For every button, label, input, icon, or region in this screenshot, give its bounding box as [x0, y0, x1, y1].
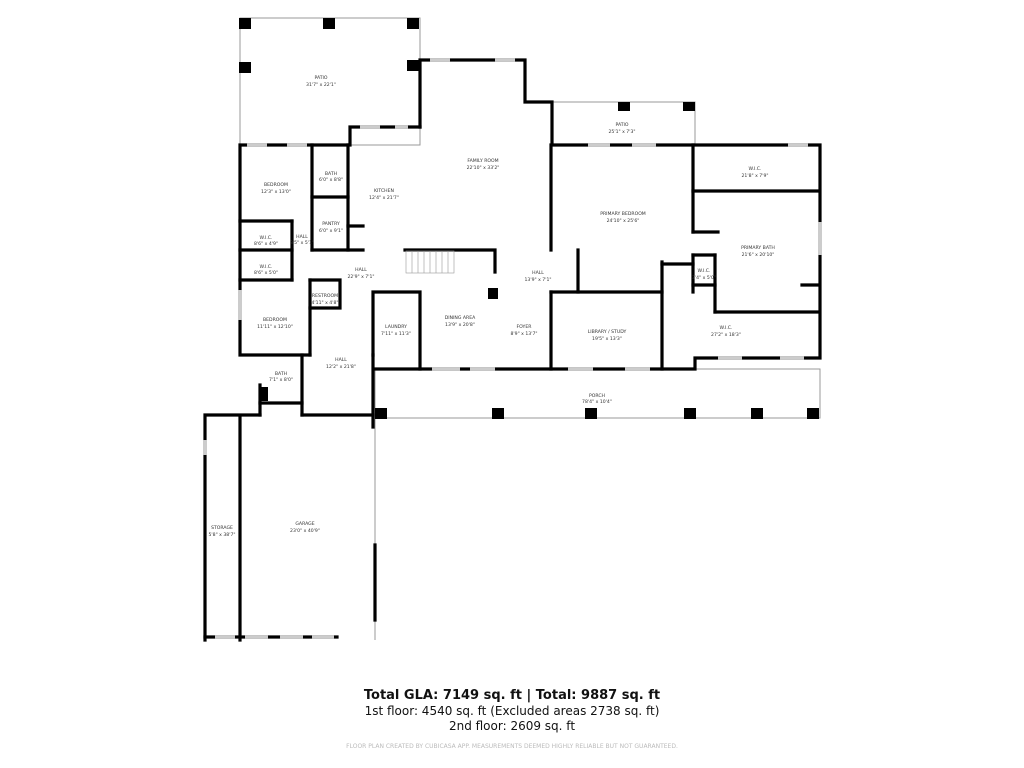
- room-dimensions: 21'8" x 7'9": [741, 173, 768, 179]
- room-dimensions: 27'2" x 18'3": [711, 332, 741, 338]
- room-name: PORCH: [589, 393, 605, 399]
- room-dimensions: 12'3" x 13'0": [261, 189, 291, 195]
- room-name: PANTRY: [322, 221, 340, 227]
- room-name: PRIMARY BATH: [741, 245, 775, 251]
- room-dimensions: 12'4" x 21'7": [369, 195, 399, 201]
- room-dimensions: 23'0" x 40'9": [290, 528, 320, 534]
- room-name: HALL: [335, 357, 347, 363]
- walls: [203, 58, 822, 642]
- room-name: FOYER: [517, 324, 533, 330]
- room-dimensions: 22'10" x 33'2": [467, 165, 500, 171]
- room-dimensions: 78'4" x 10'4": [582, 399, 612, 405]
- room-name: W.I.C.: [260, 264, 273, 270]
- room-dimensions: 19'5" x 13'3": [592, 336, 622, 342]
- room-name: DINING AREA: [445, 315, 476, 321]
- room-name: LIBRARY / STUDY: [588, 329, 627, 335]
- room-dimensions: 24'10" x 25'6": [607, 218, 640, 224]
- room-name: BEDROOM: [264, 182, 288, 188]
- room-name: HALL: [296, 234, 308, 240]
- room-dimensions: 22'9" x 7'1": [347, 274, 374, 280]
- room-dimensions: 7'11" x 11'3": [381, 331, 411, 337]
- room-dimensions: 6'0" x 8'8": [319, 177, 343, 183]
- room-name: PRIMARY BEDROOM: [600, 211, 646, 217]
- room-name: BATH: [275, 371, 287, 377]
- room-dimensions: 12'2" x 21'8": [326, 364, 356, 370]
- room-dimensions: 5'8" x 38'7": [208, 532, 235, 538]
- room-dimensions: 25'1" x 7'3": [608, 129, 635, 135]
- room-name: KITCHEN: [374, 188, 394, 194]
- room-dimensions: 8'6" x 5'0": [254, 270, 278, 276]
- room-dimensions: 21'6" x 20'10": [742, 252, 775, 258]
- room-name: W.I.C.: [749, 166, 762, 172]
- room-name: HALL: [532, 270, 544, 276]
- total-area: Total GLA: 7149 sq. ft | Total: 9887 sq.…: [363, 688, 661, 703]
- room-name: FAMILY ROOM: [467, 158, 498, 164]
- room-dimensions: 3'5" x 5'1": [290, 240, 314, 246]
- room-dimensions: 8'9" x 13'7": [510, 331, 537, 337]
- room-name: W.I.C.: [720, 325, 733, 331]
- first-floor-area: 1st floor: 4540 sq. ft (Excluded areas 2…: [364, 704, 660, 718]
- room-name: W.I.C.: [698, 268, 711, 274]
- second-floor-area: 2nd floor: 2609 sq. ft: [448, 719, 576, 733]
- room-dimensions: 7'1" x 8'0": [269, 377, 293, 383]
- room-dimensions: 6'0" x 9'1": [319, 228, 343, 234]
- windows: [203, 58, 822, 639]
- room-dimensions: 8'6" x 4'9": [254, 241, 278, 247]
- room-dimensions: 11'11" x 12'10": [257, 324, 293, 330]
- room-name: BATH: [325, 171, 337, 177]
- room-name: STORAGE: [211, 525, 233, 531]
- posts: [239, 18, 819, 419]
- room-name: LAUNDRY: [385, 324, 407, 330]
- room-name: GARAGE: [295, 521, 314, 527]
- room-dimensions: 31'7" x 22'1": [306, 82, 336, 88]
- room-name: RESTROOM: [312, 293, 338, 299]
- room-dimensions: 13'9" x 20'8": [445, 322, 475, 328]
- room-name: W.I.C.: [260, 235, 273, 241]
- room-name: HALL: [355, 267, 367, 273]
- room-name: PATIO: [615, 122, 628, 128]
- room-dimensions: 3'4" x 5'0": [692, 275, 716, 281]
- disclaimer: FLOOR PLAN CREATED BY CUBICASA APP. MEAS…: [346, 743, 678, 750]
- room-dimensions: 4'11" x 4'8": [311, 300, 338, 306]
- staircase: [405, 250, 455, 274]
- room-dimensions: 13'9" x 7'1": [524, 277, 551, 283]
- room-name: BEDROOM: [263, 317, 287, 323]
- room-name: PATIO: [314, 75, 327, 81]
